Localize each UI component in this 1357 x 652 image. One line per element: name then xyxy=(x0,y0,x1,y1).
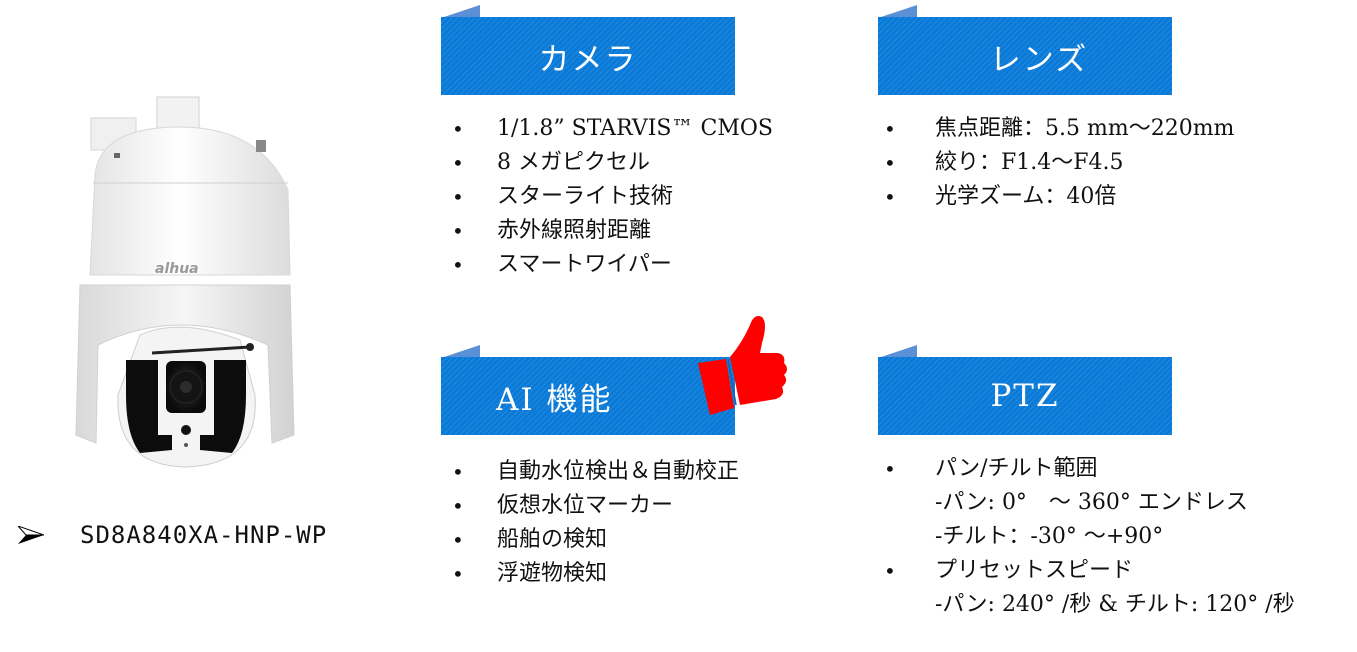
model-line: SD8A840XA-HNP-WP xyxy=(18,521,327,549)
banner-tab-decoration xyxy=(441,5,480,18)
section-header-camera: カメラ xyxy=(441,17,735,95)
bullet-icon: • xyxy=(452,494,464,518)
banner-tab-decoration xyxy=(441,345,480,358)
camera-product-image: alhua xyxy=(75,96,295,468)
bullet-icon: • xyxy=(452,460,464,484)
list-item: • パン/チルト範囲 -パン: 0° ～ 360° エンドレス -チルト：-30… xyxy=(884,452,1295,554)
list-item: •仮想水位マーカー xyxy=(452,489,739,523)
sub-item: -パン: 240° /秒 & チルト: 120° /秒 xyxy=(935,592,1295,617)
list-item: •8 メガピクセル xyxy=(452,146,773,180)
thumbs-up-icon xyxy=(698,316,787,415)
bullet-icon: • xyxy=(884,457,896,481)
list-item: •1/1.8” STARVIS™ CMOS xyxy=(452,112,773,146)
section-title-ptz: PTZ xyxy=(990,378,1060,414)
section-header-lens: レンズ xyxy=(878,17,1172,95)
sub-item: -パン: 0° ～ 360° エンドレス xyxy=(935,490,1248,515)
model-name: SD8A840XA-HNP-WP xyxy=(80,521,328,549)
ai-feature-list: •自動水位検出＆自動校正 •仮想水位マーカー •船舶の検知 •浮遊物検知 xyxy=(452,455,739,591)
bullet-icon: • xyxy=(452,219,464,243)
list-item: •スマートワイパー xyxy=(452,248,773,282)
brand-logo: alhua xyxy=(155,261,199,277)
list-item: •浮遊物検知 xyxy=(452,557,739,591)
banner-tab-decoration xyxy=(878,5,917,18)
ptz-feature-list: • パン/チルト範囲 -パン: 0° ～ 360° エンドレス -チルト：-30… xyxy=(884,452,1295,622)
section-title-camera: カメラ xyxy=(538,41,638,78)
lens-feature-list: •焦点距離：5.5 mm～220mm •絞り：F1.4～F4.5 •光学ズーム：… xyxy=(884,112,1234,214)
bullet-icon: • xyxy=(452,562,464,586)
list-item: •スターライト技術 xyxy=(452,180,773,214)
list-item: • プリセットスピード -パン: 240° /秒 & チルト: 120° /秒 xyxy=(884,554,1295,622)
sub-item: -チルト：-30° ～+90° xyxy=(935,524,1164,549)
bullet-icon: • xyxy=(884,185,896,209)
bullet-icon: • xyxy=(884,559,896,583)
camera-feature-list: •1/1.8” STARVIS™ CMOS •8 メガピクセル •スターライト技… xyxy=(452,112,773,282)
list-item: •船舶の検知 xyxy=(452,523,739,557)
list-item: •自動水位検出＆自動校正 xyxy=(452,455,739,489)
section-header-ptz: PTZ xyxy=(878,357,1172,435)
bullet-icon: • xyxy=(884,151,896,175)
list-item: •光学ズーム：40倍 xyxy=(884,180,1234,214)
banner-tab-decoration xyxy=(878,345,917,358)
list-item: •焦点距離：5.5 mm～220mm xyxy=(884,112,1234,146)
list-item: •赤外線照射距離 xyxy=(452,214,773,248)
bullet-icon: • xyxy=(452,117,464,141)
bullet-icon: • xyxy=(452,185,464,209)
bullet-icon: • xyxy=(452,151,464,175)
section-header-ai: AI 機能 xyxy=(441,357,735,435)
bullet-icon: • xyxy=(452,253,464,277)
list-item: •絞り：F1.4～F4.5 xyxy=(884,146,1234,180)
section-title-ai: AI 機能 xyxy=(496,381,613,418)
bullet-icon: • xyxy=(452,528,464,552)
section-title-lens: レンズ xyxy=(989,41,1089,78)
bullet-icon: • xyxy=(884,117,896,141)
arrow-bullet-icon xyxy=(18,526,44,544)
